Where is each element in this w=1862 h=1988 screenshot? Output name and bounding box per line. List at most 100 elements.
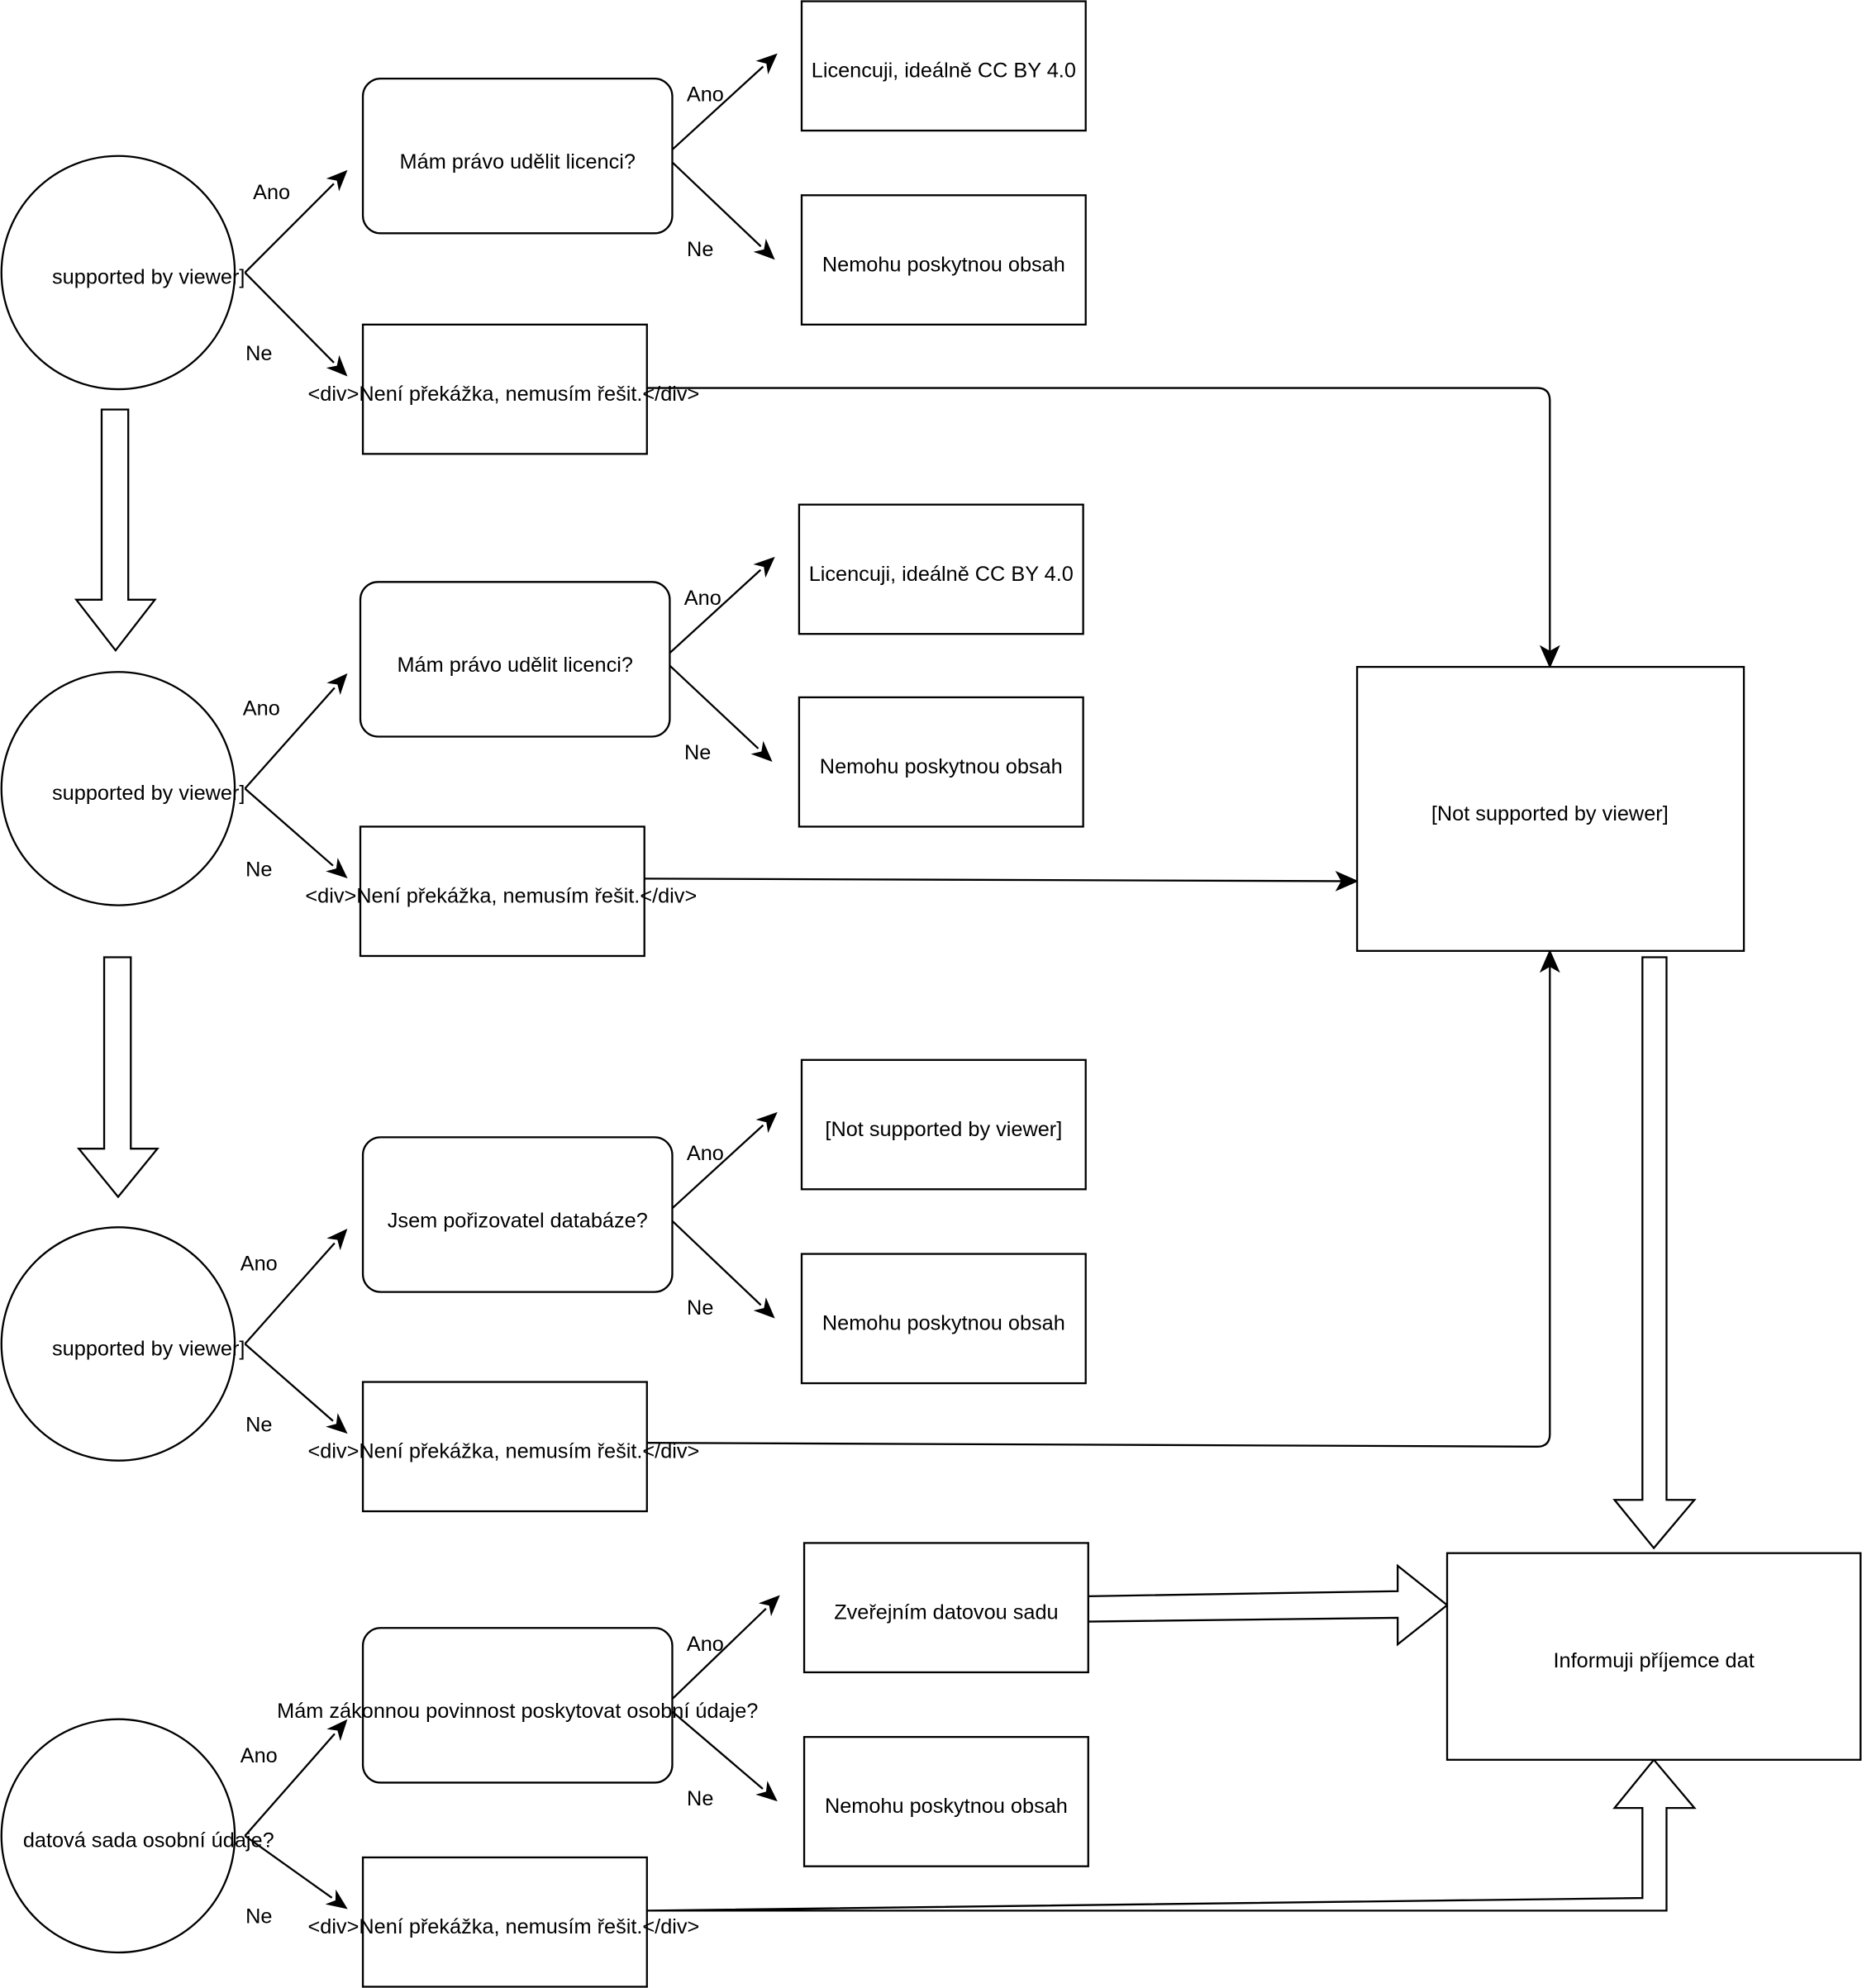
yes-arrow [671,1124,764,1210]
right-block-arrow [1087,1563,1449,1647]
yes-result-label: [Not supported by viewer] [825,1118,1062,1141]
no-arrow [669,664,760,749]
arrowhead [326,169,348,192]
yes-label: Ano [240,1744,278,1767]
down-block-arrow [1612,956,1697,1550]
yes-label: Ano [253,181,290,204]
yes-result-box [800,1058,1087,1191]
final-box-label: Informuji příjemce dat [1554,1649,1755,1672]
yes-arrow [244,183,335,273]
down-block-arrow [76,956,160,1199]
question-box [361,1627,674,1784]
no-label: Ne [687,238,713,261]
start-label: supported by viewer] [52,1337,245,1360]
no-branch-box [359,825,645,958]
yes-arrow [669,568,762,654]
yes-label: Ano [243,697,280,720]
arrowhead [1539,644,1560,669]
question-box [359,581,671,738]
arrowhead [753,556,775,578]
no-branch-label: <div>Není překážka, nemusím řešit.</div> [307,383,699,406]
yes-label: Ano [687,1633,724,1656]
yes-arrow [244,1242,336,1345]
yes-result-label: Zveřejním datovou sadu [834,1600,1058,1624]
start-circle [0,155,236,391]
no-label: Ne [245,858,272,881]
start-circle [0,1226,236,1462]
arrowhead [750,740,773,762]
arrowhead [326,1413,348,1434]
no-arrow [671,1220,762,1306]
start-label: datová sada osobní údaje? [23,1829,274,1852]
no-label: Ne [245,342,272,365]
no-label: Ne [687,1296,713,1320]
arrowhead [326,354,348,377]
question-box [361,1136,674,1293]
no-label: Ne [684,741,711,764]
yes-result-box [802,1542,1089,1674]
question-box [361,77,674,235]
arrowhead [758,1595,780,1617]
no-result-box [802,1736,1089,1867]
no-arrow [244,787,334,867]
no-label: Ne [245,1905,272,1929]
no-result-box [798,696,1084,828]
no-arrow [671,161,762,248]
no-branch-box [361,323,648,455]
yes-arrow [671,65,764,150]
down-block-arrow [74,408,157,653]
start-label: supported by viewer] [52,782,245,805]
final-box [1445,1552,1862,1761]
no-result-label: Nemohu poskytnou obsah [822,1312,1065,1335]
start-circle [0,1718,236,1954]
merge-box [1355,665,1745,952]
arrowhead [753,1297,775,1319]
no-arrow [671,1710,764,1790]
yes-arrow [671,1607,767,1700]
question-label: Mám právo udělit licenci? [400,150,636,174]
arrowhead [326,858,348,879]
start-circle [0,671,236,906]
arrowhead [753,238,775,260]
arrowhead [755,1111,778,1134]
question-label: Mám zákonnou povinnost poskytovat osobní… [277,1700,758,1723]
arrowhead [326,673,348,696]
no-result-box [800,1253,1087,1385]
connector-1-to-merge [646,387,1551,652]
yes-label: Ano [240,1253,278,1276]
no-result-label: Nemohu poskytnou obsah [825,1795,1068,1818]
yes-label: Ano [687,1142,724,1165]
no-branch-box [361,1381,648,1513]
no-result-label: Nemohu poskytnou obsah [820,755,1063,778]
arrowhead [325,1889,348,1910]
merge-box-label: [Not supported by viewer] [1431,802,1669,825]
arrowhead [755,1781,778,1802]
yes-label: Ano [687,83,724,107]
question-label: Mám právo udělit licenci? [397,654,632,677]
no-branch-box [361,1856,648,1988]
no-result-box [800,194,1087,326]
arrowhead [755,53,778,74]
no-arrow [244,1834,333,1899]
yes-result-label: Licencuji, ideálně CC BY 4.0 [809,563,1074,586]
yes-result-label: Licencuji, ideálně CC BY 4.0 [812,59,1076,83]
arrowhead [1539,949,1560,973]
yes-arrow [244,1733,336,1837]
question-label: Jsem pořizovatel databáze? [388,1209,648,1232]
start-label: supported by viewer] [52,266,245,289]
yes-arrow [244,687,336,790]
no-label: Ne [687,1787,713,1810]
no-label: Ne [245,1413,272,1436]
no-result-label: Nemohu poskytnou obsah [822,253,1065,276]
no-arrow [244,1343,334,1422]
no-branch-label: <div>Není překážka, nemusím řešit.</div> [307,1915,699,1938]
arrowhead [1335,871,1359,892]
no-branch-label: <div>Není překážka, nemusím řešit.</div> [305,885,697,908]
no-arrow [244,272,335,364]
no-branch-label: <div>Není překážka, nemusím řešit.</div> [307,1440,699,1463]
connector-3-to-merge [646,966,1551,1448]
yes-result-box [798,503,1084,635]
arrowhead [326,1228,348,1251]
connector-2-to-merge [644,877,1342,882]
